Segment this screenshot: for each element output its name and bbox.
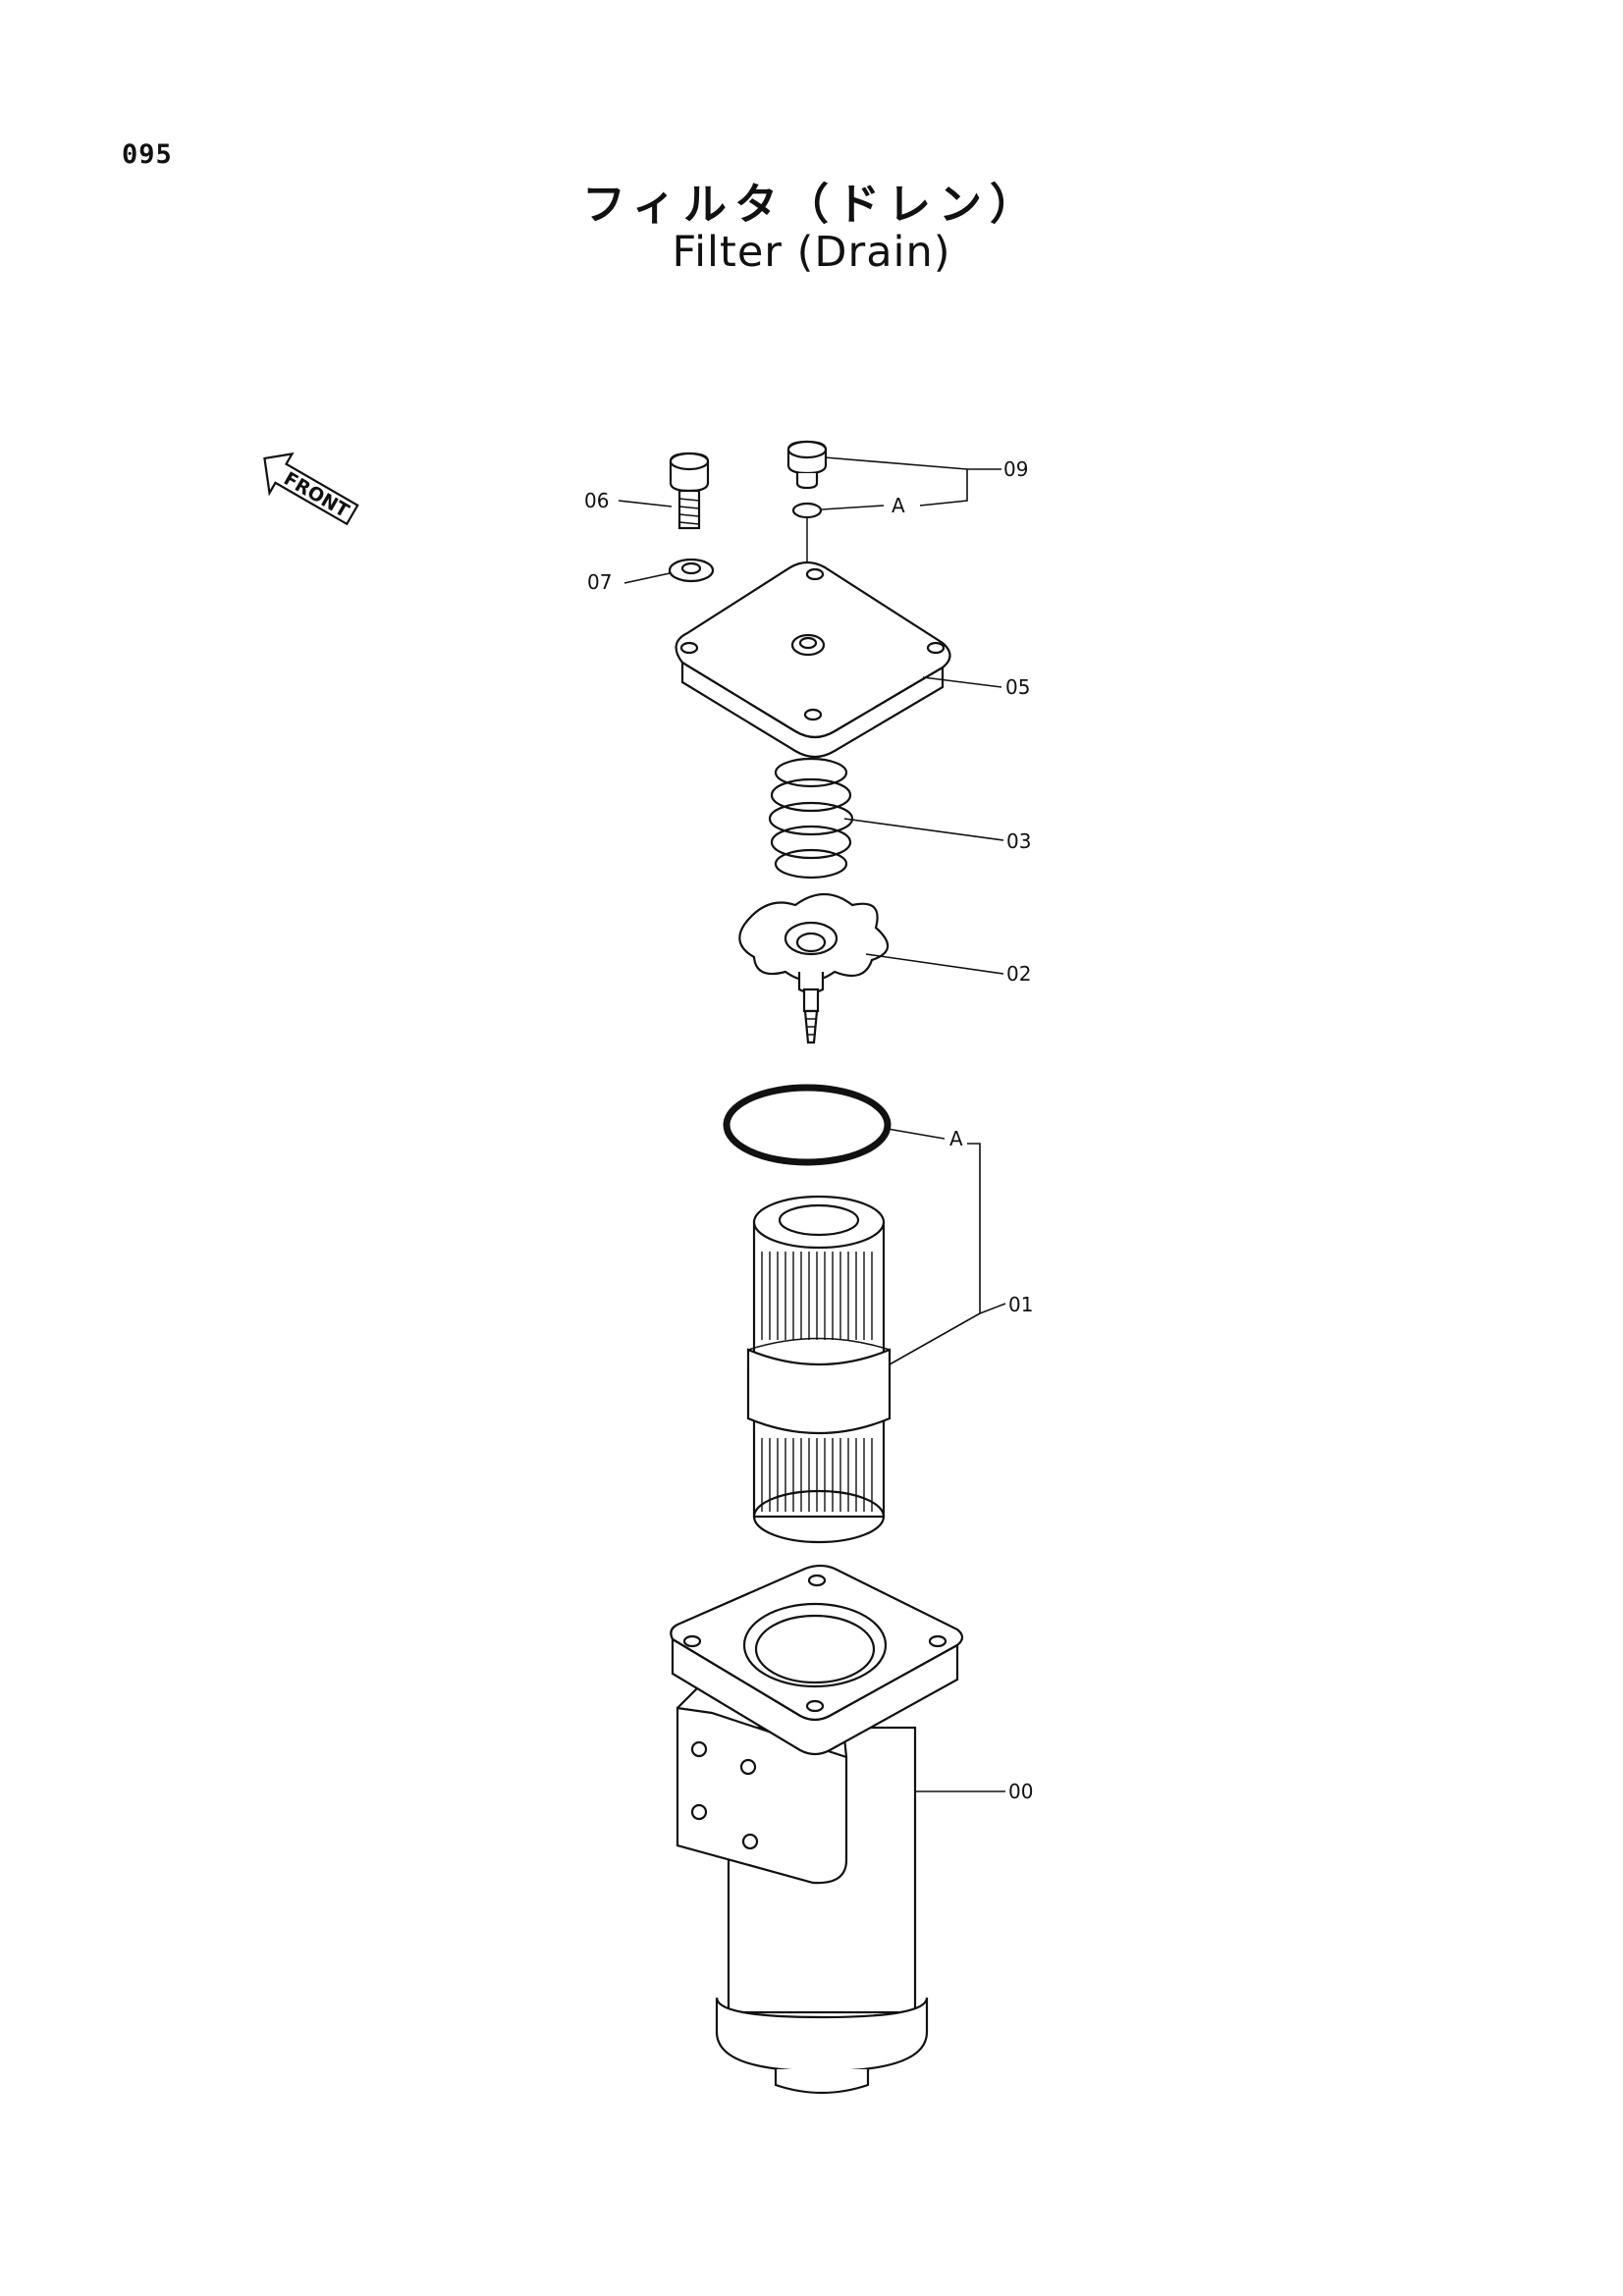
part-01-filter-element	[746, 1195, 892, 1544]
callout-a-top: A	[892, 494, 905, 517]
callout-02: 02	[1006, 962, 1031, 986]
title-japanese: フィルタ（ドレン）	[581, 180, 1042, 230]
part-05-cover-plate	[675, 561, 951, 759]
callout-07: 07	[587, 570, 612, 594]
callout-03: 03	[1006, 829, 1031, 853]
part-07-washer	[668, 558, 715, 583]
part-00-housing	[670, 1564, 964, 2095]
leader-lines	[618, 456, 1006, 1792]
part-a-oring-small	[791, 502, 823, 519]
front-arrow-icon: FRONT	[263, 452, 359, 526]
title-english: Filter (Drain)	[672, 228, 951, 277]
callout-00: 00	[1008, 1780, 1033, 1803]
callout-06: 06	[584, 489, 609, 512]
callout-09: 09	[1003, 457, 1028, 481]
callout-a-mid: A	[949, 1127, 963, 1150]
page-number: 095	[122, 139, 173, 170]
part-02-valve	[738, 893, 890, 1044]
callout-01: 01	[1008, 1293, 1033, 1316]
part-03-spring	[768, 757, 854, 880]
callout-05: 05	[1005, 675, 1030, 699]
part-06-bolt	[669, 452, 710, 530]
part-a-oring-large	[723, 1084, 892, 1166]
part-09-plug	[786, 440, 828, 490]
